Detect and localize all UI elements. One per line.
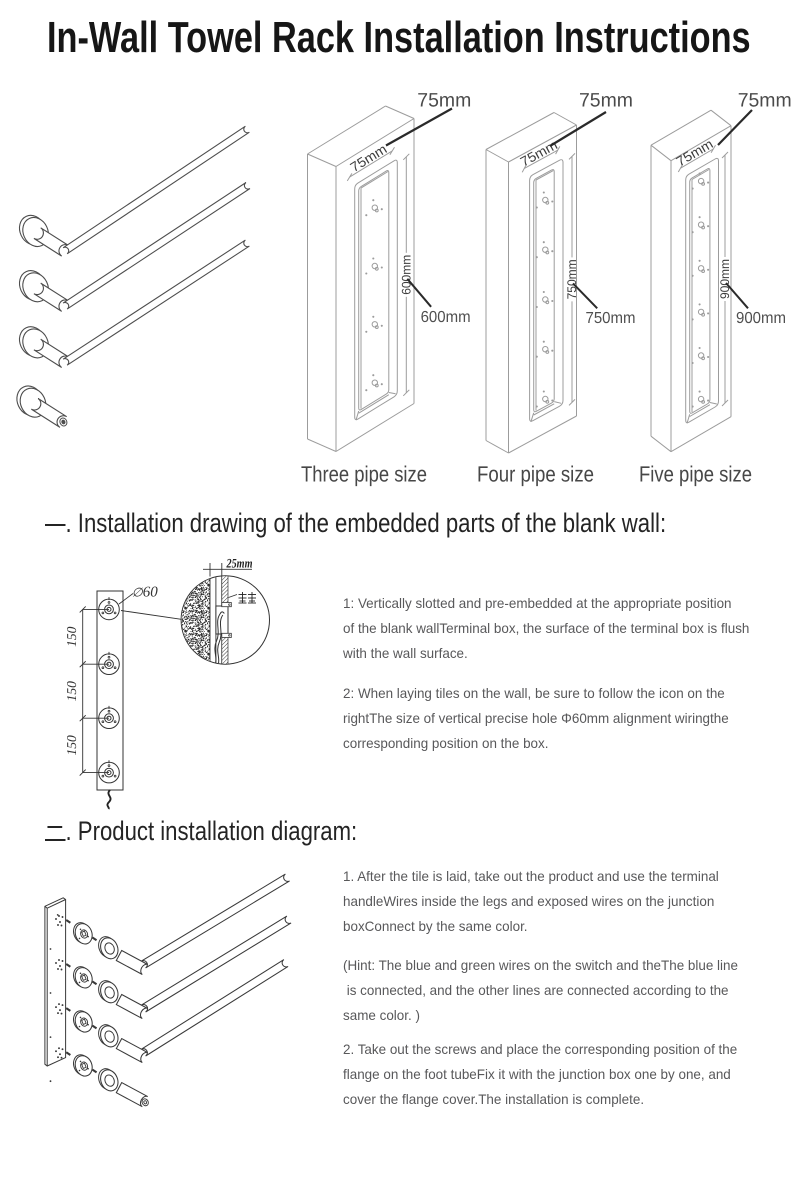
svg-text:Three pipe size: Three pipe size [301, 462, 427, 487]
svg-text:150: 150 [64, 626, 79, 647]
svg-text:600mm: 600mm [399, 255, 413, 295]
svg-text:900mm: 900mm [718, 259, 732, 299]
svg-text:750mm: 750mm [565, 259, 579, 299]
svg-text:75mm: 75mm [518, 137, 560, 169]
svg-text:75mm: 75mm [674, 136, 716, 169]
svg-text:∅60: ∅60 [132, 585, 158, 601]
svg-text:900mm: 900mm [736, 310, 786, 327]
svg-text:75mm: 75mm [579, 89, 633, 111]
svg-text:Four pipe size: Four pipe size [477, 462, 594, 487]
svg-text:600mm: 600mm [421, 309, 471, 326]
svg-text:75mm: 75mm [417, 89, 471, 111]
svg-text:75mm: 75mm [738, 89, 792, 111]
svg-text:150: 150 [64, 681, 79, 702]
svg-text:750mm: 750mm [586, 310, 636, 327]
svg-text:150: 150 [64, 735, 79, 756]
svg-text:Five pipe size: Five pipe size [639, 462, 752, 487]
svg-text:25mm: 25mm [226, 556, 253, 571]
